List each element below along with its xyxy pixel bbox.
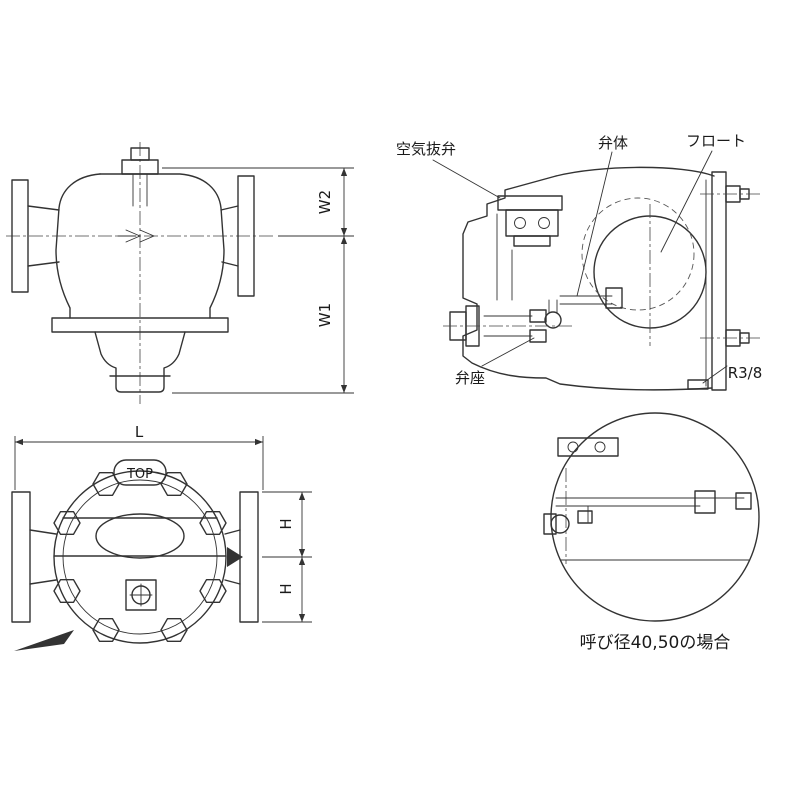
dim-label-h-upper: H: [277, 518, 295, 529]
label-float: フロート: [686, 132, 746, 150]
drain-plug: [687, 379, 709, 390]
valve-disc: [544, 311, 562, 329]
flow-arrow-icon: [117, 229, 155, 243]
top-view: L TOP H: [11, 423, 312, 651]
hex-bolt: [53, 579, 81, 603]
detail-valve-disc: [550, 514, 570, 534]
dim-label-h-lower: H: [277, 583, 295, 594]
label-valve-seat: 弁座: [455, 369, 485, 387]
hex-bolt: [160, 472, 188, 496]
casing-top: [555, 166, 715, 177]
label-valve-disc: 弁体: [598, 134, 628, 152]
cover-plate: [711, 171, 727, 391]
detail-view: 呼び径40,50の場合: [543, 412, 760, 653]
inlet-flange-top-view: [11, 491, 31, 623]
detail-bracket: [557, 437, 619, 457]
hex-bolt: [92, 618, 120, 642]
gusset-mark: [227, 547, 243, 567]
section-arrow: [14, 630, 74, 651]
valve-body-outline: [99, 173, 225, 319]
hex-bolt: [160, 618, 188, 642]
dim-label-l: L: [135, 423, 144, 441]
cover-boss: [95, 513, 185, 559]
top-tab: [113, 459, 167, 486]
hex-bolt: [53, 511, 81, 535]
body-flange-plate: [51, 317, 229, 333]
lever-arm: [559, 295, 613, 305]
hex-bolt: [199, 511, 227, 535]
detail-caption: 呼び径40,50の場合: [580, 633, 731, 653]
label-thread-r38: R3/8: [728, 364, 763, 382]
detail-circle: [550, 412, 760, 622]
top-marking: TOP: [126, 467, 153, 482]
dim-label-w1: W1: [316, 303, 334, 327]
body-circle: [53, 470, 227, 644]
dim-label-w2: W2: [316, 190, 334, 214]
center-plug: [125, 579, 157, 611]
hex-bolt: [199, 579, 227, 603]
float-phantom: [581, 197, 695, 311]
label-air-vent: 空気抜弁: [396, 140, 456, 158]
outlet-flange: [237, 175, 255, 297]
air-vent-assembly: [497, 195, 563, 211]
detail-rod: [555, 497, 745, 507]
hex-bolt: [92, 472, 120, 496]
casing-outline: [462, 175, 713, 391]
front-view: W2 W1: [6, 142, 354, 404]
valve-seat-block: [529, 309, 547, 323]
inlet-flange: [11, 179, 29, 293]
section-view: 空気抜弁 弁体 フロート 弁座 R3/8: [396, 132, 763, 391]
